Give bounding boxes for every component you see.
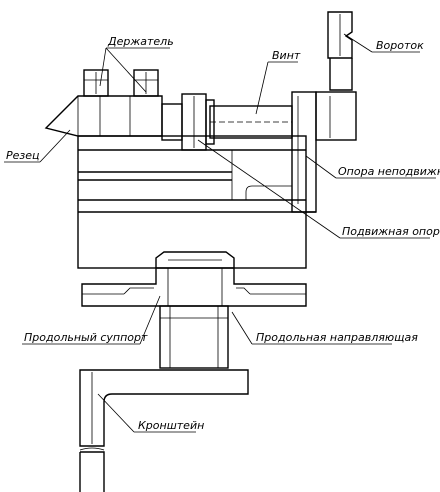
- longitudinal-slide-part: [81, 251, 307, 307]
- slide-body: [77, 135, 316, 269]
- label-screw: Винт: [272, 49, 301, 62]
- leader-lines: [4, 33, 436, 433]
- label-fixed-support: Опора неподвижная: [338, 165, 440, 178]
- handle-part: [327, 11, 353, 91]
- label-cutter: Резец: [6, 149, 40, 162]
- movable-support-part: [161, 93, 215, 151]
- screw-part: [209, 105, 293, 139]
- bracket-part: [79, 369, 249, 492]
- label-longitudinal-guide: Продольная направляющая: [256, 331, 418, 344]
- label-bracket: Кронштейн: [138, 419, 204, 432]
- holder-part: [83, 69, 159, 97]
- cutter-part: [44, 95, 163, 137]
- label-longitudinal-slide: Продольный суппорт: [24, 331, 148, 344]
- label-movable-support: Подвижная опора: [342, 225, 440, 238]
- label-handle: Вороток: [376, 39, 424, 52]
- longitudinal-guide-part: [159, 305, 229, 369]
- fixed-support-part: [291, 91, 357, 213]
- label-holder: Держатель: [107, 35, 174, 48]
